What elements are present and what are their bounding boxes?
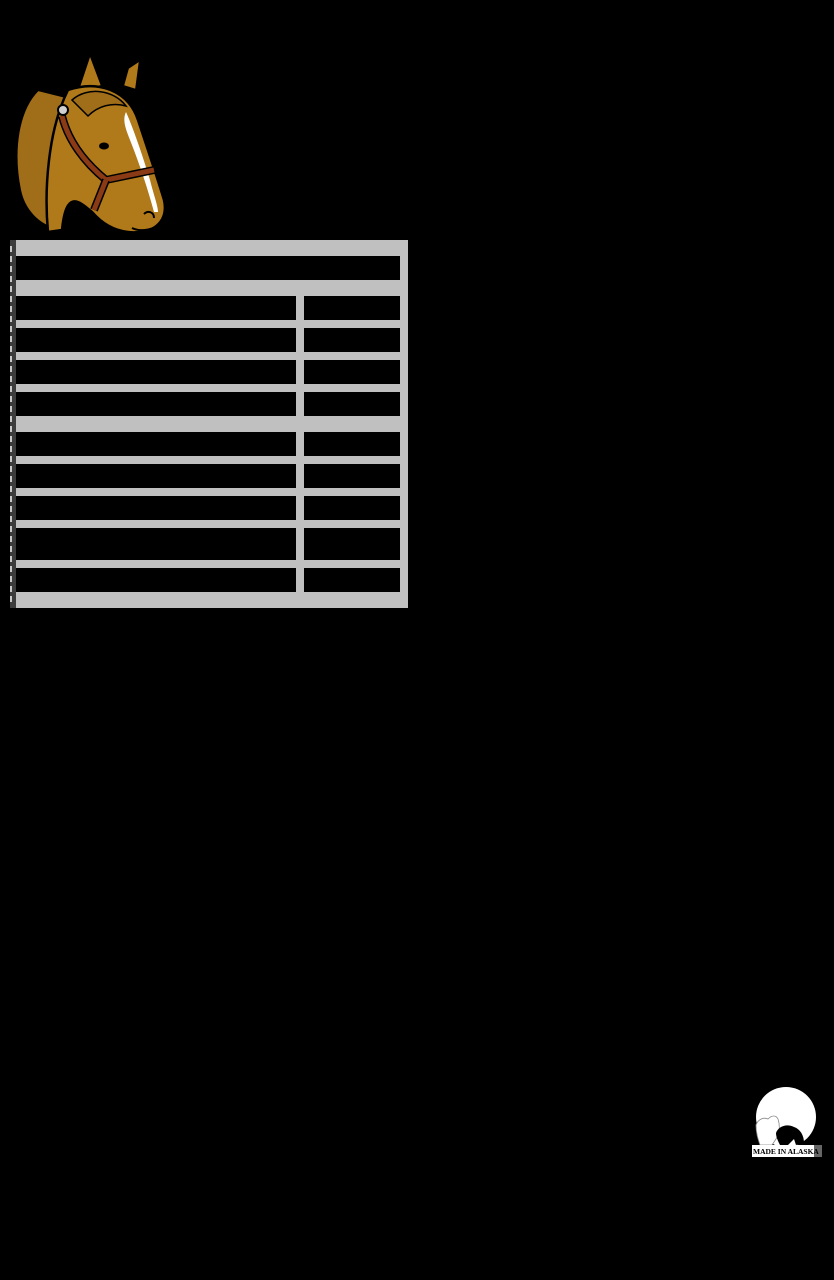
row-value [304,392,400,416]
row-label [16,296,296,320]
row-label [16,432,296,456]
row-label [16,392,296,416]
row-label [16,496,296,520]
row-value [304,568,400,592]
row-value [304,496,400,520]
made-in-alaska-label: MADE IN ALASKA [753,1147,819,1156]
row-label [16,328,296,352]
row-value [304,296,400,320]
row-value [304,432,400,456]
row-label [16,464,296,488]
row-value [304,464,400,488]
row-value [304,528,400,560]
panel-dashed-border [10,246,12,602]
row-label [16,360,296,384]
row-label [16,568,296,592]
row-value [304,328,400,352]
made-in-alaska-logo: MADE IN ALASKA [752,1087,822,1157]
row-value [304,360,400,384]
horse-head-icon [15,51,167,234]
row-label [16,528,296,560]
panel-title [16,256,400,280]
panel-left-edge [10,240,16,608]
